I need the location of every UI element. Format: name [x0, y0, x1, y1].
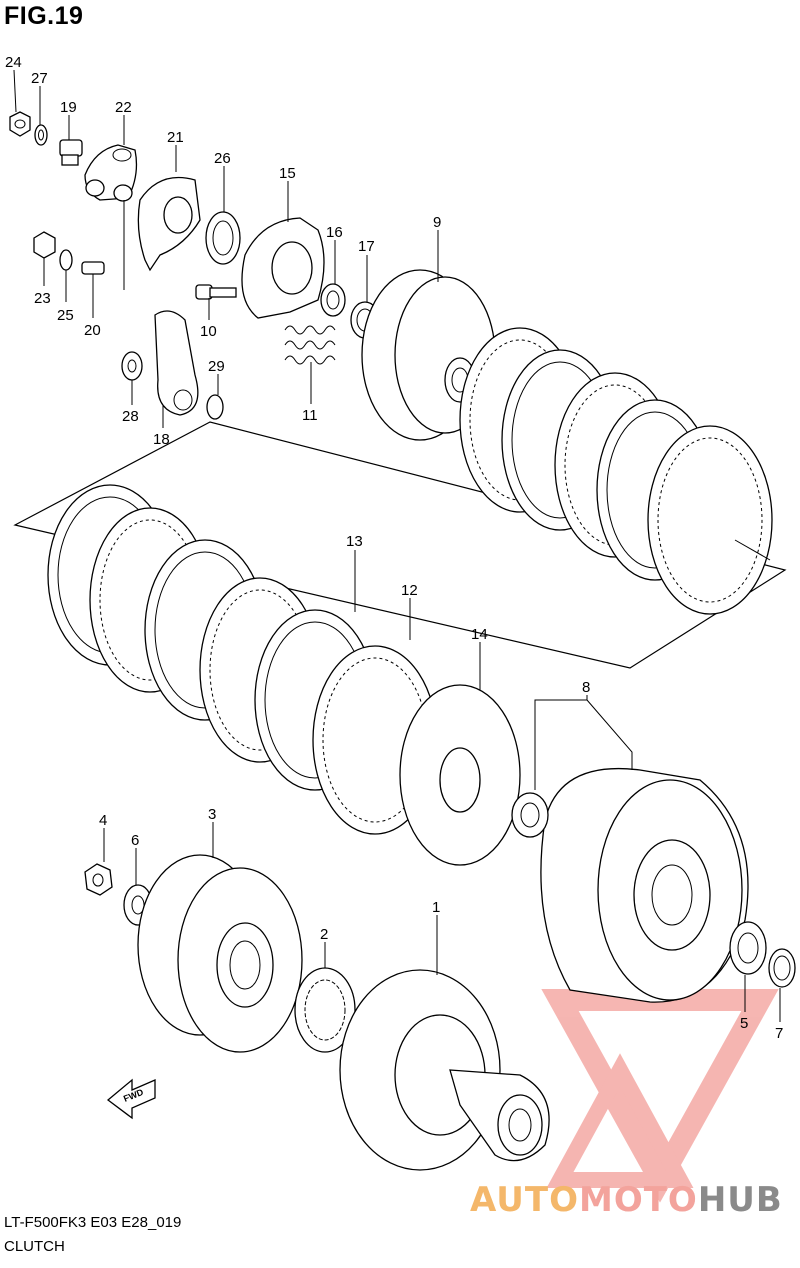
watermark-brand-part2: MOTO: [578, 1180, 698, 1220]
callout-23: 23: [34, 290, 51, 307]
part-11-springs: [284, 325, 336, 365]
part-15-lifter: [241, 217, 325, 319]
callout-19: 19: [60, 99, 77, 116]
callout-1: 1: [432, 899, 440, 916]
callout-4: 4: [99, 812, 107, 829]
part-3-clutch-shoe: [137, 854, 303, 1053]
part-16-bearing: [320, 283, 346, 317]
part-5-washer: [729, 921, 767, 975]
watermark-brand-part3: HUB: [697, 1180, 783, 1220]
callout-2: 2: [320, 926, 328, 943]
callout-29: 29: [208, 358, 225, 375]
part-18-arm: [154, 310, 199, 416]
callout-18: 18: [153, 431, 170, 448]
callout-9: 9: [433, 214, 441, 231]
callout-16: 16: [326, 224, 343, 241]
figure-code: LT-F500FK3 E03 E28_019: [4, 1214, 182, 1231]
plate-set-outline: [13, 421, 787, 669]
callout-25: 25: [57, 307, 74, 324]
part-19-bolt: [59, 139, 83, 166]
part-1-drive-drum: [339, 969, 550, 1171]
callout-6: 6: [131, 832, 139, 849]
watermark-brand-part1: AUTO: [470, 1180, 579, 1220]
part-24-nut: [9, 111, 31, 137]
callout-7: 7: [775, 1025, 783, 1042]
part-4-nut: [84, 863, 113, 896]
callout-14: 14: [471, 626, 488, 643]
part-8-clutch-housing: [540, 767, 749, 1003]
part-29-clip: [206, 394, 224, 420]
callout-22: 22: [115, 99, 132, 116]
watermark-logo-icon: [541, 989, 779, 1203]
part-22-joint: [84, 144, 138, 202]
part-28-washer: [121, 351, 143, 381]
figure-title: FIG.19: [4, 2, 84, 30]
upper-plate-stack: [459, 327, 773, 615]
callout-10: 10: [200, 323, 217, 340]
lower-plate-stack: [47, 484, 438, 835]
part-7-ring: [768, 948, 796, 988]
part-2-one-way-clutch: [294, 967, 356, 1053]
callout-3: 3: [208, 806, 216, 823]
callout-8: 8: [582, 679, 590, 696]
part-8-bushing: [511, 792, 549, 838]
part-14-damper-plate: [399, 684, 521, 866]
callout-27: 27: [31, 70, 48, 87]
part-26-bearing: [205, 211, 241, 265]
callout-13: 13: [346, 533, 363, 550]
callout-11: 11: [302, 407, 318, 424]
part-21-plate: [137, 176, 201, 272]
callout-24: 24: [5, 54, 22, 71]
callout-21: 21: [167, 129, 184, 146]
part-23-nut: [33, 231, 56, 259]
part-10-bolt: [195, 284, 237, 300]
callout-5: 5: [740, 1015, 748, 1032]
callout-17: 17: [358, 238, 375, 255]
callout-20: 20: [84, 322, 101, 339]
forward-direction-arrow-icon: FWD: [106, 1078, 156, 1120]
callout-15: 15: [279, 165, 296, 182]
part-27-washer: [34, 124, 48, 146]
callout-labels: 24 27 19 22 21 26 15 16 17 9 23 25 20 10…: [5, 54, 783, 1042]
callout-26: 26: [214, 150, 231, 167]
part-20-bolt: [81, 261, 105, 275]
callout-28: 28: [122, 408, 139, 425]
figure-caption: CLUTCH: [4, 1238, 65, 1255]
leader-lines: [13, 69, 781, 1022]
callout-12: 12: [401, 582, 418, 599]
part-25-washer: [59, 249, 73, 271]
watermark-brand: AUTOMOTOHUB: [470, 1180, 783, 1220]
